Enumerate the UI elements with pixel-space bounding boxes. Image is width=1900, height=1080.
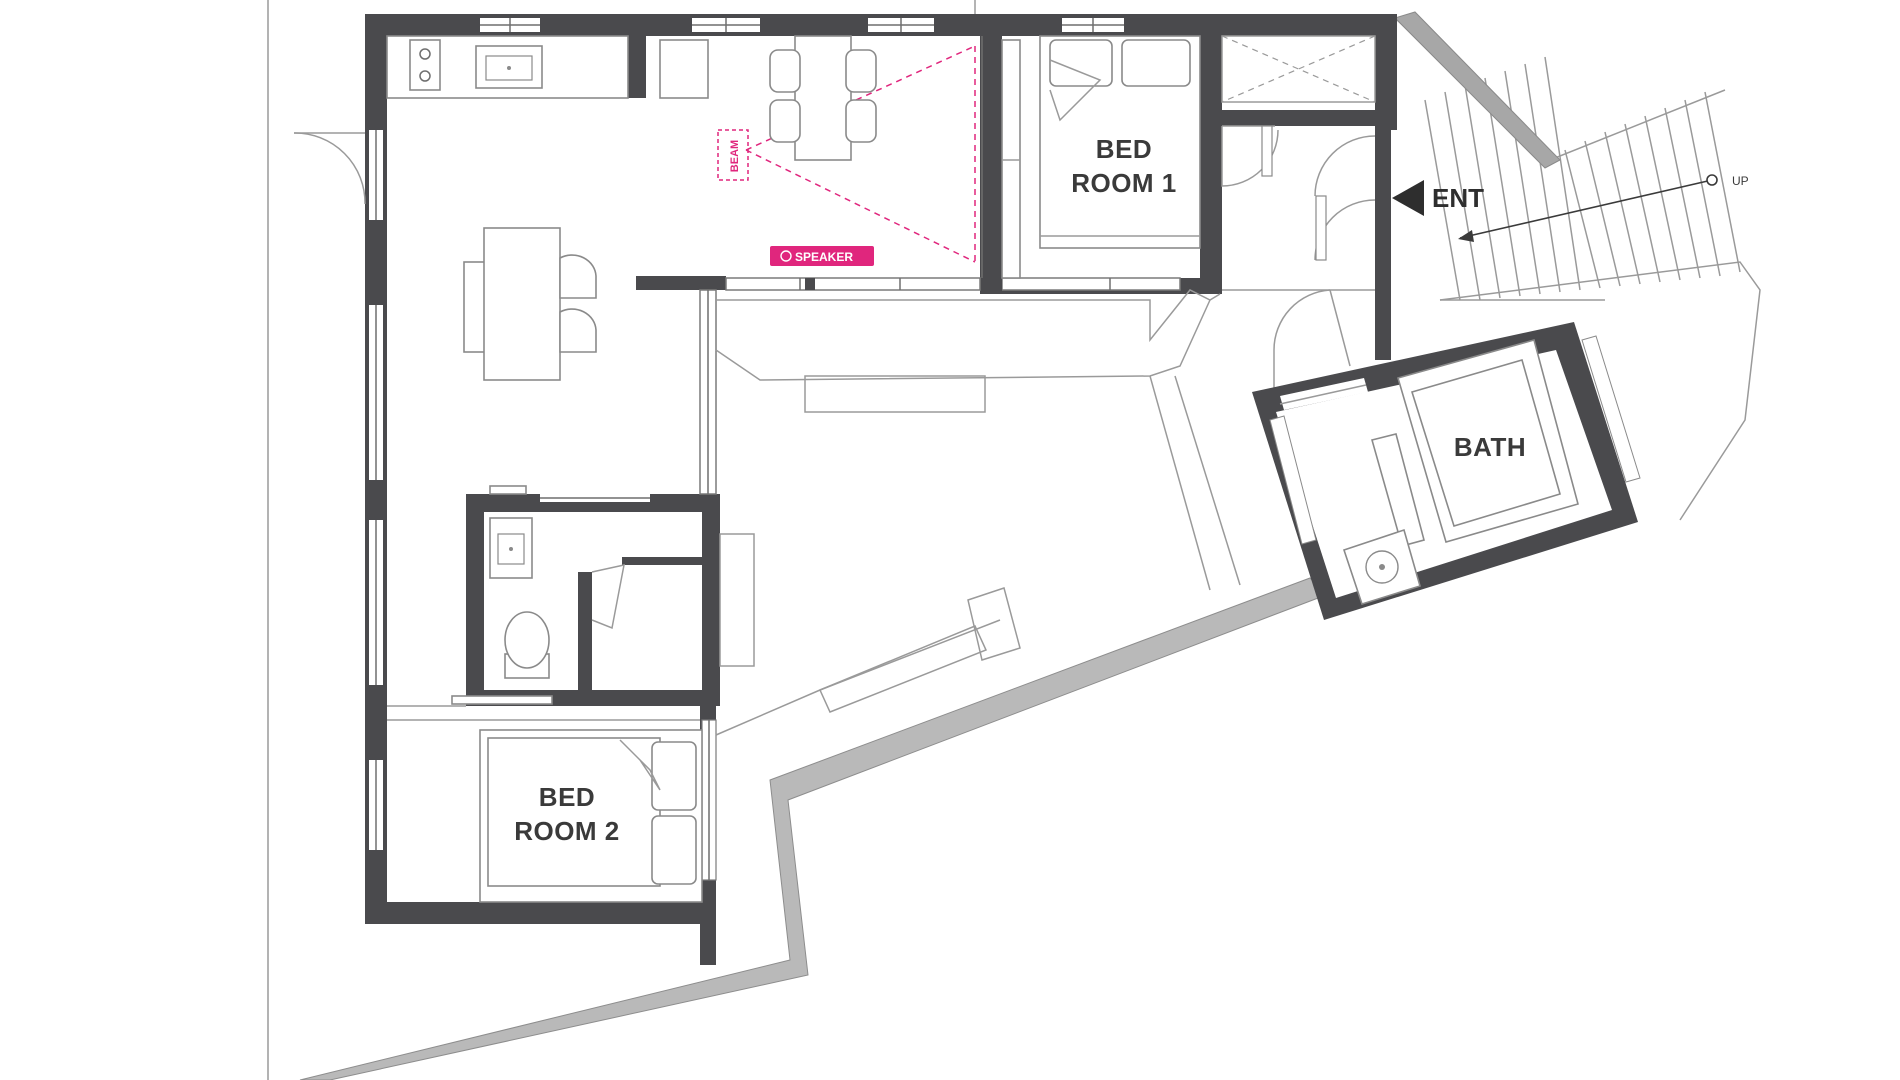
bath-label: BATH [1454, 432, 1526, 462]
deck-outline [715, 289, 1241, 736]
wc-fixtures [489, 485, 650, 679]
bedroom2-label-line1: BED [539, 782, 595, 812]
stair-side-wall [1394, 11, 1561, 169]
entry-doors[interactable] [1221, 125, 1376, 261]
window-frames [375, 18, 1124, 850]
bedroom1-label-line2: ROOM 1 [1071, 168, 1177, 198]
stove-burner-icon [419, 70, 431, 82]
site-retaining-wall [299, 577, 1327, 1080]
speaker-label: SPEAKER [795, 250, 853, 264]
stairs-up-label: UP [1732, 174, 1749, 188]
entrance-arrow-icon [1392, 180, 1424, 216]
stove-burner-icon [419, 48, 431, 60]
bedroom1-wardrobe [1001, 39, 1021, 279]
stair-direction-arrow [1458, 174, 1718, 242]
bedroom1-label-line1: BED [1096, 134, 1152, 164]
speaker-tag[interactable]: SPEAKER [770, 246, 874, 266]
projection-area [745, 36, 983, 278]
sliding-door-track [725, 277, 1181, 294]
bedroom1-bed [1039, 35, 1201, 249]
dining-table [769, 35, 877, 161]
kitchen-counter [386, 35, 709, 99]
entrance-label: ENT [1432, 183, 1484, 213]
entrance-marker: ENT [1392, 180, 1484, 216]
entry-closet [1221, 35, 1376, 103]
bath-pod [1252, 322, 1641, 620]
beam-marker: BEAM [717, 129, 749, 181]
bedroom2-bed [479, 729, 703, 903]
entry-passage [1222, 289, 1375, 390]
bedroom2-door[interactable] [387, 695, 700, 721]
glass-wall-living [699, 289, 717, 881]
desk-table [463, 227, 597, 381]
beam-label: BEAM [729, 140, 741, 172]
bedroom2-label-line2: ROOM 2 [514, 816, 620, 846]
side-entry-door[interactable] [293, 132, 366, 205]
